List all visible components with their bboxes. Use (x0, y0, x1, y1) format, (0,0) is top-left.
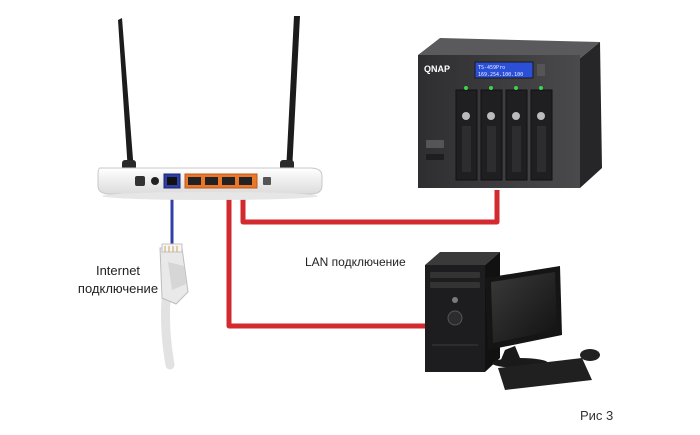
internet-connection-label: Internet подключение (72, 262, 164, 298)
internet-label-line2: подключение (77, 281, 159, 296)
power-jack (151, 177, 159, 185)
nas-side (578, 42, 602, 188)
keyboard (498, 358, 592, 390)
power-button (135, 176, 145, 186)
nas-panel-button (426, 140, 444, 148)
nas-lcd-line2: 169.254.100.100 (478, 72, 523, 78)
nas-server: QNAP TS-459Pro 169.254.100.100 (418, 38, 602, 188)
lan-connection-label: LAN подключение (305, 255, 406, 269)
reset-button (263, 177, 271, 185)
usb-port (426, 154, 444, 160)
rj45-plug (159, 243, 189, 370)
nas-top (418, 38, 600, 60)
antenna-right (280, 16, 300, 176)
drive-bays (455, 86, 553, 181)
lan-cable-to-nas (240, 183, 500, 225)
antenna-left (118, 18, 136, 176)
nas-brand: QNAP (424, 64, 450, 74)
nas-lcd (474, 61, 534, 79)
lan-cables (226, 183, 500, 329)
figure-caption: Рис 3 (580, 408, 614, 423)
nas-lcd-line1: TS-459Pro (478, 65, 505, 71)
lan-cable-to-pc (226, 183, 425, 329)
mouse (580, 349, 600, 361)
internet-label-line1: Internet (95, 263, 141, 278)
lan-ports (184, 173, 258, 189)
wifi-router (97, 16, 323, 200)
